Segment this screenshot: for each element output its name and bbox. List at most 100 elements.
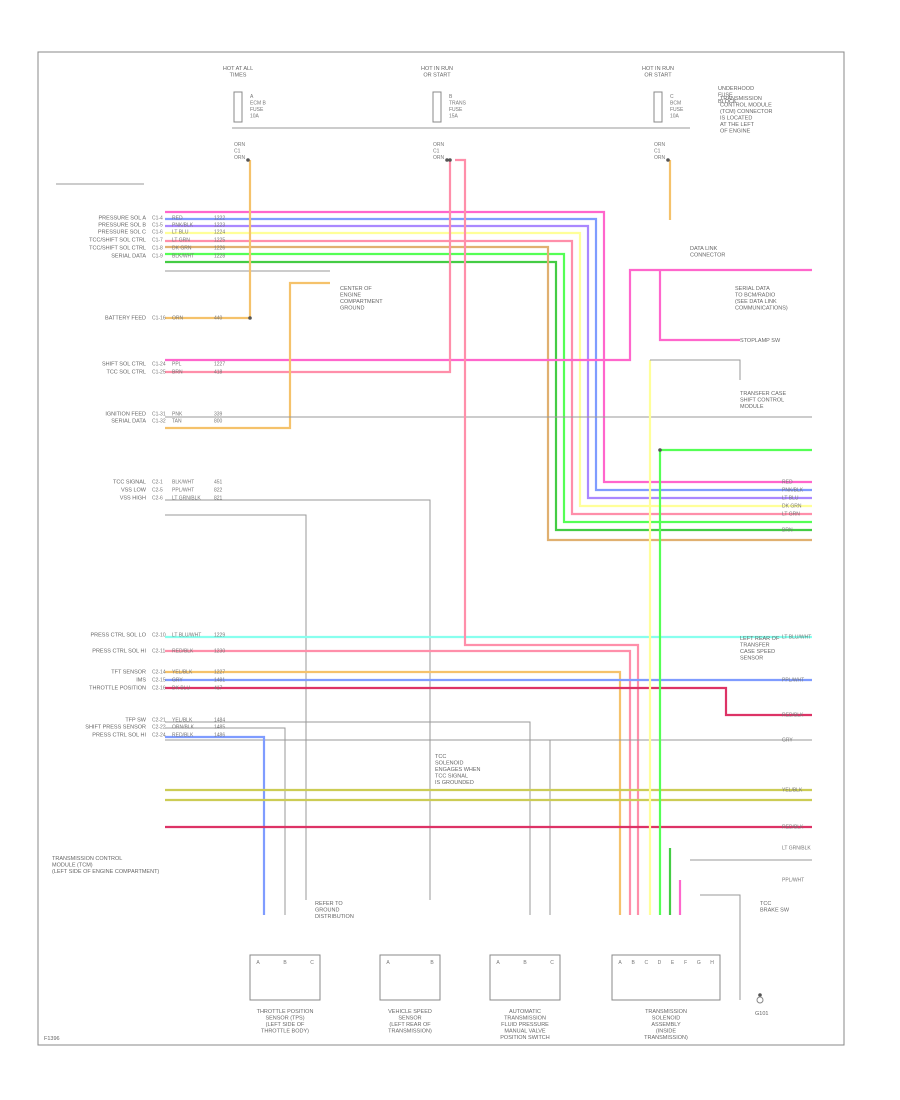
wire-color-code: LT GRN/BLK [172, 496, 201, 502]
fuse-wire-code: ORN [433, 142, 445, 148]
tps-ground-wire [290, 739, 551, 915]
right-connector-label: CASE SPEED [740, 649, 775, 655]
circuit-number: 1229 [214, 633, 225, 639]
tcm-pin-label: IMS [136, 678, 146, 684]
trans-feed-wire [455, 158, 640, 915]
circuit-number: 800 [214, 419, 223, 425]
component-name: FLUID PRESSURE [501, 1022, 549, 1028]
tcm-pin-number: C1-24 [152, 362, 166, 368]
tcm-pin-number: C1-16 [152, 316, 166, 322]
wire-color-code: RED [172, 216, 183, 222]
right-wire-end-code: PPL/WHT [782, 878, 804, 884]
fuse-wire-code: ORN [654, 155, 666, 161]
tcm-pin-number: C1-7 [152, 238, 163, 244]
circuit-number: 1222 [214, 216, 225, 222]
ground-location-note: CENTER OF [340, 286, 372, 292]
splice-dot [666, 158, 670, 162]
component-name: (INSIDE [656, 1029, 677, 1035]
right-connector-label: OF ENGINE [720, 129, 751, 135]
circuit-number: 1484 [214, 718, 225, 724]
right-connector-label: LEFT REAR OF [740, 636, 780, 642]
wire-color-code: PNK [172, 412, 183, 418]
tcm-module-label: TRANSMISSION CONTROL [52, 856, 122, 862]
tcm-pin-label: PRESS CTRL SOL HI [92, 649, 146, 655]
tcm-pin-label: TCC/SHIFT SOL CTRL [89, 246, 146, 252]
wire-color-code: ORN/BLK [172, 725, 195, 731]
component-name: POSITION SWITCH [500, 1035, 550, 1041]
fuse-label: B [449, 94, 453, 100]
splice-dot [658, 448, 662, 452]
fuse-label: FUSE [670, 107, 684, 113]
tcm-pin-label: TCC SIGNAL [113, 480, 146, 486]
wire-color-code: YEL/BLK [172, 718, 193, 724]
fuse-label: ECM B [250, 101, 267, 107]
right-wire-end-code: LT BLU [782, 496, 799, 502]
fuse-wire-code: ORN [234, 142, 246, 148]
wire-color-code: GRY [172, 678, 183, 684]
tcm-pin-number: C2-10 [152, 633, 166, 639]
fuse-label: C [670, 94, 674, 100]
wire-color-code: RED/BLK [172, 733, 194, 739]
component-name: VEHICLE SPEED [388, 1009, 432, 1015]
pressure-sol-c-wire [165, 224, 812, 500]
fuse-label: 15A [449, 114, 459, 120]
right-connector-label: BRAKE SW [760, 908, 790, 914]
right-connector-label: STOPLAMP SW [740, 338, 781, 344]
tcc-note: IS GROUNDED [435, 780, 474, 786]
wire-color-code: PPL/WHT [172, 488, 194, 494]
component-name: SOLENOID [652, 1016, 680, 1022]
fuse-supply-label: HOT AT ALL [223, 66, 253, 72]
component-box [379, 954, 441, 1001]
right-connector-label: CONTROL MODULE [720, 103, 772, 109]
wire-color-code: BRN [172, 370, 183, 376]
fuse-supply-label: OR START [423, 73, 451, 79]
circuit-number: 1481 [214, 678, 225, 684]
tcm-pin-label: VSS HIGH [120, 496, 146, 502]
component-pin-letter: C [644, 960, 648, 966]
tcm-module-label: (LEFT SIDE OF ENGINE COMPARTMENT) [52, 869, 159, 875]
right-wire-end-code: YEL/BLK [782, 788, 803, 794]
circuit-number: 1227 [214, 670, 225, 676]
right-connector-label: TRANSFER CASE [740, 391, 786, 397]
circuit-number: 822 [214, 488, 223, 494]
tcm-pin-number: C1-4 [152, 216, 163, 222]
tcm-pin-label: THROTTLE POSITION [89, 686, 146, 692]
component-pin-letter: G [697, 960, 701, 966]
circuit-number: 1227 [214, 362, 225, 368]
right-connector-label: IS LOCATED [720, 116, 752, 122]
fuse-wire-code: C1 [433, 149, 440, 155]
right-wire-end-code: DK GRN [782, 504, 802, 510]
right-wire-end-code: RED [782, 480, 793, 486]
component-name: (LEFT SIDE OF [266, 1022, 305, 1028]
circuit-number: 440 [214, 316, 223, 322]
component-pin-letter: A [386, 960, 390, 966]
circuit-number: 1223 [214, 223, 225, 229]
tcm-pin-label: TCC SOL CTRL [106, 370, 146, 376]
pressure-sol-a-wire [165, 210, 812, 484]
right-connector-label: AT THE LEFT [720, 122, 755, 128]
tcm-pin-number: C2-6 [152, 496, 163, 502]
tft-sensor-wire [165, 670, 622, 915]
fuse-label: FUSE [250, 107, 264, 113]
component-name: MANUAL VALVE [504, 1029, 545, 1035]
wire-color-code: YEL/BLK [172, 670, 193, 676]
tcm-pin-label: TCC/SHIFT SOL CTRL [89, 238, 146, 244]
component-pin-letter: D [658, 960, 662, 966]
vss-high-wire [165, 686, 812, 717]
right-wire-end-code: LT GRN/BLK [782, 846, 811, 852]
splice-dot [248, 316, 252, 320]
tcm-pin-number: C2-24 [152, 733, 166, 739]
tcm-pin-label: PRESS CTRL SOL LO [90, 633, 146, 639]
circuit-number: 821 [214, 496, 223, 502]
splice-dot [758, 993, 762, 997]
tcm-pin-label: VSS LOW [121, 488, 147, 494]
throttle-position-wire [165, 735, 266, 915]
component-name: TRANSMISSION) [388, 1029, 432, 1035]
component-box [489, 954, 561, 1001]
right-connector-label: SERIAL DATA [735, 286, 770, 292]
fuse-supply-label: HOT IN RUN [421, 66, 453, 72]
splice-dot [246, 158, 250, 162]
tcm-pin-number: C1-5 [152, 223, 163, 229]
component-name: (LEFT REAR OF [389, 1022, 431, 1028]
